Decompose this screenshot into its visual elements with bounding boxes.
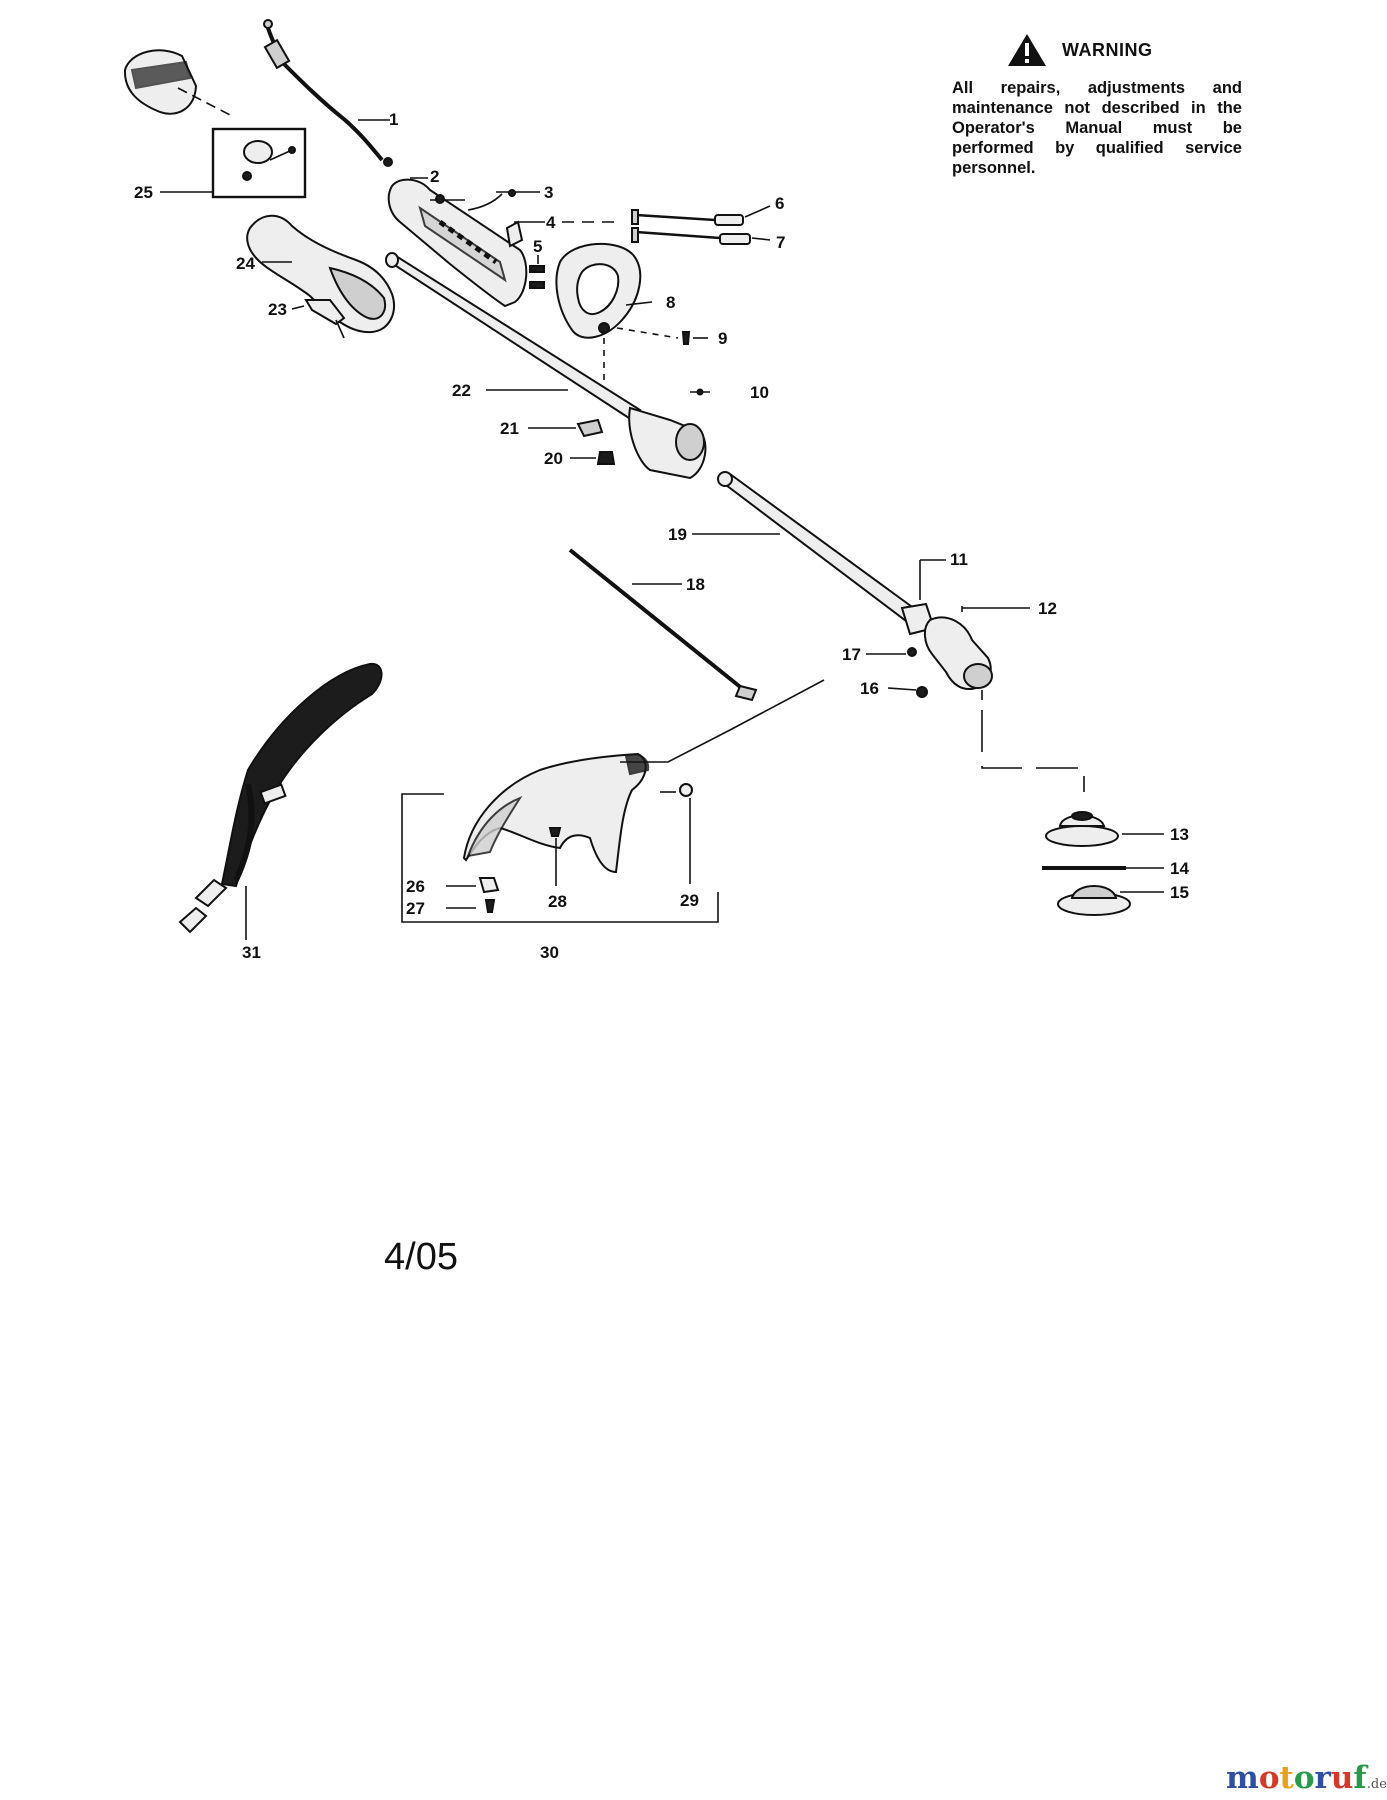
part-23-trigger (291, 299, 346, 339)
part-26-nut (446, 877, 500, 894)
watermark-letter: t (1279, 1760, 1294, 1796)
watermark-letter: r (1314, 1760, 1331, 1796)
part-6-wire (631, 205, 771, 226)
watermark-letter: o (1293, 1760, 1315, 1796)
callout-26: 26 (406, 877, 425, 896)
watermark-tld: .de (1366, 1777, 1387, 1792)
part-5-screws (529, 255, 545, 289)
part-2-handle-housing (387, 177, 528, 308)
callout-19: 19 (668, 525, 687, 544)
part-24-shroud (246, 214, 395, 334)
part-4-switch (505, 220, 622, 248)
part-8-loop-handle (555, 243, 653, 339)
watermark-logo: motoruf.de (1226, 1760, 1387, 1796)
callout-23: 23 (268, 300, 287, 319)
watermark-letter: m (1226, 1760, 1259, 1796)
part-1-throttle-cable (263, 19, 393, 167)
callout-3: 3 (544, 183, 553, 202)
watermark-letter: f (1353, 1760, 1367, 1796)
warning-header: WARNING (1006, 32, 1242, 68)
watermark-letter: o (1258, 1760, 1280, 1796)
callout-21: 21 (500, 419, 519, 438)
callout-1: 1 (389, 110, 398, 129)
callout-10: 10 (750, 383, 769, 402)
part-31-shoulder-strap (178, 662, 383, 940)
warning-text: All repairs, adjustments and maintenance… (952, 79, 1242, 177)
callout-11: 11 (950, 550, 968, 569)
callout-18: 18 (686, 575, 705, 594)
date-code: 4/05 (384, 1236, 458, 1278)
callout-9: 9 (718, 329, 727, 348)
callouts: 1 2 3 4 5 6 7 8 9 10 11 12 13 14 15 16 1… (134, 110, 1189, 962)
callout-27: 27 (406, 899, 425, 918)
part-9-screw (603, 327, 708, 384)
callout-31: 31 (242, 943, 261, 962)
callout-6: 6 (775, 194, 784, 213)
callout-8: 8 (666, 293, 675, 312)
part-30-guard-assembly (462, 679, 825, 874)
part-18-drive-shaft (568, 548, 758, 702)
part-15-spool (1057, 885, 1164, 916)
callout-20: 20 (544, 449, 563, 468)
callout-5: 5 (533, 237, 542, 256)
callout-7: 7 (776, 233, 785, 252)
watermark-name: motoruf (1226, 1760, 1367, 1796)
part-12-gear-head (924, 606, 1030, 700)
callout-16: 16 (860, 679, 879, 698)
part-21-clamp (528, 418, 604, 438)
part-3-screw (467, 189, 540, 211)
callout-12: 12 (1038, 599, 1057, 618)
callout-4: 4 (546, 213, 556, 232)
callout-22: 22 (452, 381, 471, 400)
part-25-engine-clamp (123, 49, 307, 199)
warning-notice: WARNING All repairs, adjustments and mai… (952, 32, 1242, 178)
watermark-letter: u (1330, 1760, 1354, 1796)
part-28-screw (548, 827, 562, 886)
part-7-wire (631, 227, 771, 245)
callout-29: 29 (680, 891, 699, 910)
part-19-lower-tube (692, 471, 932, 632)
callout-25: 25 (134, 183, 153, 202)
part-17-screw (866, 647, 917, 657)
part-16-nut (887, 686, 928, 698)
callout-15: 15 (1170, 883, 1189, 902)
warning-triangle-icon (1008, 34, 1046, 66)
callout-30: 30 (540, 943, 559, 962)
callout-28: 28 (548, 892, 567, 911)
callout-24: 24 (236, 254, 255, 273)
part-tube-coupler (628, 388, 710, 480)
part-27-screw (446, 899, 496, 913)
callout-13: 13 (1170, 825, 1189, 844)
callout-14: 14 (1170, 859, 1189, 878)
callout-2: 2 (430, 167, 439, 186)
callout-17: 17 (842, 645, 861, 664)
warning-title: WARNING (1062, 39, 1153, 60)
part-13-spool-housing (1045, 811, 1164, 847)
part-20-knob (570, 451, 616, 465)
